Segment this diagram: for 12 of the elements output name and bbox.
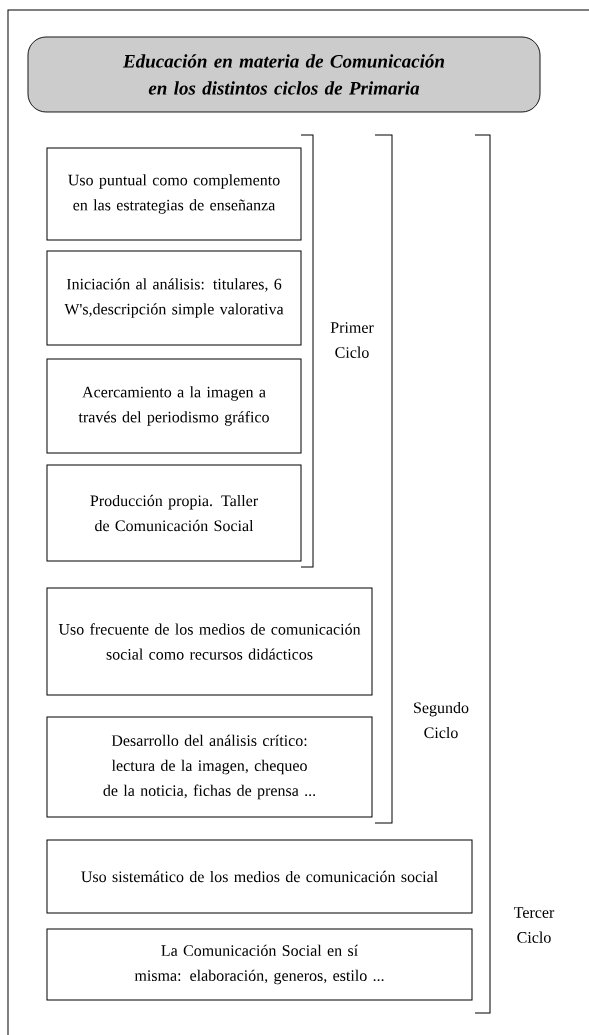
bracket-label: Tercer Ciclo [514, 907, 555, 943]
text-box: Uso frecuente de los medios de comunicación social como recursos didácticos [46, 587, 373, 696]
text-box: Uso puntual como complemento en las estrategias de enseñanza [46, 147, 302, 241]
text-box: Iniciación al análisis: titulares, 6 W's,descripción simple valorativa [46, 250, 302, 346]
text-box: Acercamiento a la imagen a través del periodismo gráfico [46, 358, 302, 454]
title-box: Educación en materia de Comunicación en los distintos ciclos de Primaria [27, 36, 541, 113]
text-box: La Comunicación Social en sí misma: elaboración, generos, estilo ... [46, 928, 473, 1001]
text-box: Desarrollo del análisis crítico: lectura de la imagen, chequeo de la noticia, fichas de prensa ... [46, 716, 373, 818]
text-box: Producción propia. Taller de Comunicación Social [46, 464, 302, 562]
bracket-label: Primer Ciclo [330, 322, 374, 358]
bracket-label: Segundo Ciclo [414, 701, 469, 739]
text-box: Uso sistemático de los medios de comunicación social [46, 839, 473, 914]
